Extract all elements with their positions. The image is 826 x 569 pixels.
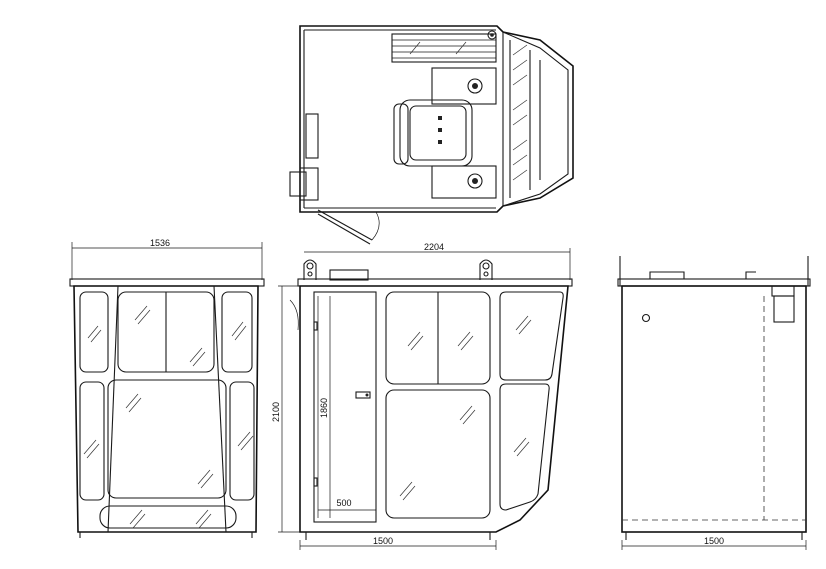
side-glass-hatch [399,315,532,501]
top-seat [393,99,473,167]
front-glass-hatch [83,305,254,529]
dim-rear-base-width: 1500 [704,536,724,546]
top-view [289,25,574,245]
rear-view: 1500 [617,256,811,550]
side-view: 2204 2100 1860 500 [271,242,573,550]
dim-door-width: 500 [336,498,351,508]
dim-side-overall-width: 2204 [424,242,444,252]
top-front-glass-hatch [512,44,528,181]
dim-front-width: 1536 [150,238,170,248]
dim-door-height: 1860 [319,398,329,418]
front-view: 1536 [69,238,265,538]
dim-side-height: 2100 [271,402,281,422]
dim-side-base-width: 1500 [373,536,393,546]
